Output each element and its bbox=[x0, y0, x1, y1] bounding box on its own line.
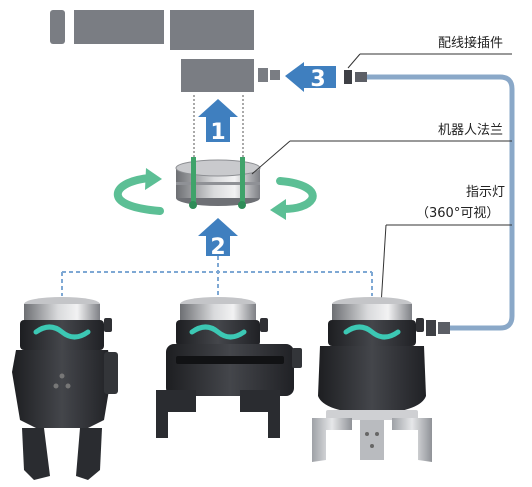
body-bolt bbox=[65, 383, 71, 389]
mounting-guides bbox=[193, 95, 244, 160]
indicator-light bbox=[343, 324, 401, 340]
step-3-arrow: 3 bbox=[285, 62, 336, 92]
robot-arm bbox=[50, 10, 280, 92]
step-3-number: 3 bbox=[310, 67, 325, 92]
flange-groove bbox=[176, 182, 260, 185]
body-bolt bbox=[53, 383, 59, 389]
cable-connector bbox=[438, 322, 450, 334]
arrow-up-icon bbox=[198, 218, 238, 256]
body-bolt bbox=[59, 373, 65, 379]
cable-line bbox=[367, 74, 515, 331]
rotation-arrows bbox=[113, 168, 317, 220]
arrow-up-icon bbox=[198, 99, 238, 142]
gripper-finger bbox=[156, 390, 196, 438]
rotate-right-icon bbox=[276, 177, 317, 213]
robot-arm-segment bbox=[50, 10, 65, 44]
gripper-options-guide bbox=[61, 256, 373, 296]
gripper-round bbox=[312, 297, 432, 462]
gripper-jaw bbox=[392, 418, 432, 462]
indicator-label: 指示灯 bbox=[466, 185, 506, 200]
gripper-ring bbox=[24, 304, 100, 322]
gripper-parallel bbox=[156, 297, 302, 438]
cable-connector bbox=[426, 320, 436, 336]
robot-connector-plug bbox=[270, 70, 280, 80]
indicator-light bbox=[189, 324, 247, 340]
side-module bbox=[292, 348, 302, 368]
step-2-number: 2 bbox=[210, 235, 225, 260]
gripper-ring bbox=[332, 304, 412, 322]
side-screw bbox=[104, 318, 112, 332]
flange-label: 机器人法兰 bbox=[438, 123, 504, 138]
robot-arm-segment bbox=[170, 10, 254, 50]
side-screw bbox=[260, 318, 268, 332]
gripper-ring bbox=[180, 304, 256, 322]
pin-base bbox=[238, 201, 246, 209]
pin-base bbox=[189, 201, 197, 209]
robot-flange bbox=[175, 157, 261, 209]
step-2-arrow: 2 bbox=[198, 218, 238, 260]
jaw-bolt bbox=[370, 444, 374, 448]
side-module bbox=[104, 352, 118, 394]
arrow-left-icon bbox=[285, 62, 336, 92]
gripper-body bbox=[318, 346, 426, 414]
indicator-label-detail: （360°可视） bbox=[416, 206, 500, 221]
flange-top-face bbox=[175, 159, 261, 177]
cable-connector bbox=[344, 70, 352, 84]
cable-connector bbox=[355, 72, 367, 82]
robot-arm-segment bbox=[74, 10, 164, 44]
center-jaw-block bbox=[360, 420, 384, 460]
robot-connector-plug bbox=[258, 68, 268, 82]
connector-leader bbox=[347, 53, 361, 69]
gripper-finger bbox=[240, 390, 280, 438]
jaw-bolt bbox=[365, 432, 369, 436]
gripper-base-plate bbox=[326, 410, 418, 420]
connector-label: 配线接插件 bbox=[438, 36, 504, 51]
locating-pin bbox=[191, 157, 196, 205]
flange-leader bbox=[251, 140, 291, 175]
robot-arm-wrist bbox=[181, 59, 254, 92]
body-slot bbox=[176, 356, 284, 364]
jaw-bolt bbox=[375, 432, 379, 436]
gripper-finger bbox=[22, 428, 50, 480]
locating-pin bbox=[240, 157, 245, 205]
side-screw bbox=[416, 318, 424, 332]
gripper-two-finger bbox=[12, 297, 118, 480]
step-1-number: 1 bbox=[210, 120, 225, 145]
indicator-light bbox=[33, 324, 91, 340]
gripper-body bbox=[166, 344, 294, 396]
gripper-jaw bbox=[312, 418, 352, 462]
gripper-finger bbox=[76, 428, 102, 480]
step-1-arrow: 1 bbox=[198, 99, 238, 145]
rotate-left-arrowhead bbox=[145, 168, 162, 190]
rotate-left-icon bbox=[113, 174, 164, 215]
cable bbox=[344, 70, 515, 336]
gripper-body bbox=[12, 350, 112, 428]
rotate-right-arrowhead bbox=[270, 199, 286, 220]
